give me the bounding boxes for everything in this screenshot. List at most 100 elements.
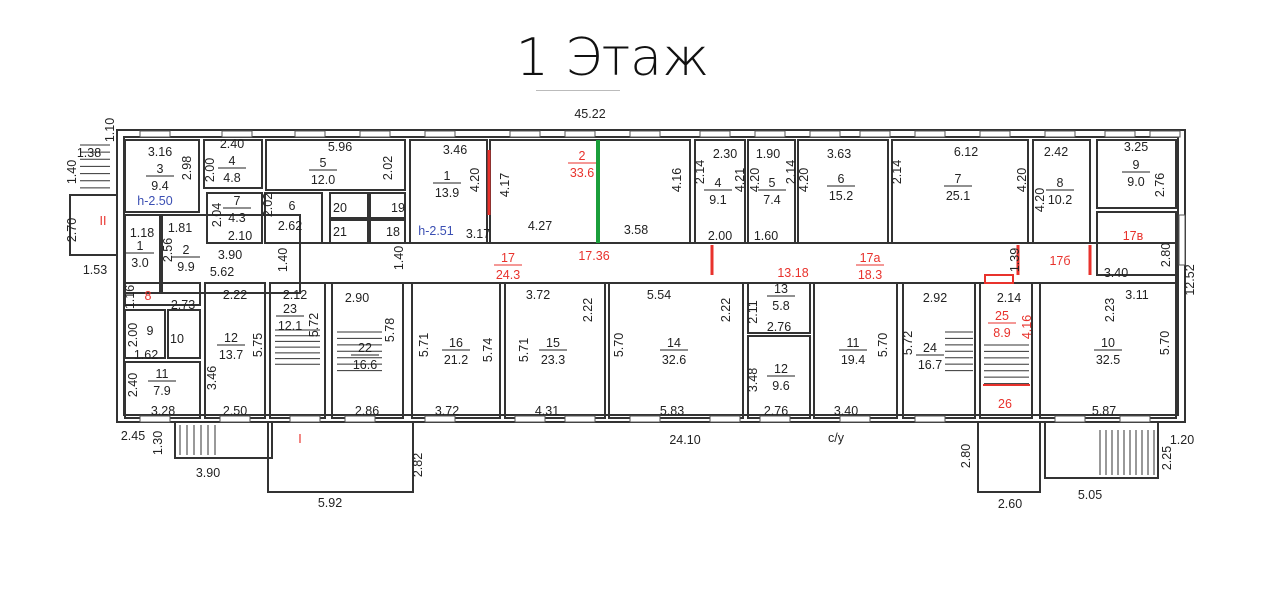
room-wall — [504, 282, 606, 419]
room-area: 7.9 — [153, 384, 170, 398]
plan-label: 9 — [147, 324, 154, 338]
plan-label: I — [298, 432, 301, 446]
dimension-label: 1.20 — [1170, 433, 1194, 447]
dimension-label: 4.27 — [528, 219, 552, 233]
room-wall — [369, 192, 406, 219]
window — [509, 130, 541, 138]
dimension-label: 3.40 — [834, 404, 858, 418]
plan-label: 21 — [333, 225, 347, 239]
room-number: 2 — [579, 149, 586, 163]
dimension-label: 2.98 — [180, 156, 194, 180]
dimension-label: 4.20 — [1015, 168, 1029, 192]
room-label: 113.9 — [433, 169, 461, 200]
dimension-label: 2.42 — [1044, 145, 1068, 159]
window — [859, 130, 891, 138]
room-area: 8.9 — [993, 326, 1010, 340]
dimension-label: 5.78 — [383, 318, 397, 342]
room-wall — [264, 192, 323, 244]
window — [1178, 214, 1186, 266]
plan-label: 26 — [998, 397, 1012, 411]
dimension-label: 2.11 — [746, 300, 760, 323]
window — [219, 415, 251, 423]
room-label: 512.0 — [309, 156, 337, 187]
room-area: 32.5 — [1096, 353, 1120, 367]
plan-label: 8 — [145, 289, 152, 303]
window — [979, 130, 1011, 138]
room-area: 24.3 — [496, 268, 520, 282]
dimension-label: 5.70 — [1158, 331, 1172, 355]
dimension-label: 1.10 — [103, 118, 117, 142]
room-wall — [203, 139, 263, 189]
room-label: 129.6 — [767, 362, 795, 393]
dimension-label: 2.86 — [355, 404, 379, 418]
dimension-label: 4.16 — [670, 168, 684, 192]
dimension-label: 2.30 — [713, 147, 737, 161]
room-number: 13 — [774, 282, 788, 296]
dimension-label: 3.90 — [218, 248, 242, 262]
dimension-label: 3.46 — [205, 366, 219, 390]
room-label: 57.4 — [758, 176, 786, 207]
dimension-label: 2.80 — [959, 444, 973, 468]
window — [914, 130, 946, 138]
dimension-label: 2.25 — [1160, 446, 1174, 470]
dimension-label: 3.63 — [827, 147, 851, 161]
window — [139, 130, 171, 138]
room-label: 17 24.3 — [494, 251, 522, 282]
window — [1044, 130, 1076, 138]
dimension-label: 1.40 — [276, 248, 290, 272]
room-wall — [167, 309, 201, 359]
dimension-label: 1.81 — [168, 221, 192, 235]
dimension-label: 5.70 — [612, 333, 626, 357]
dimension-label: 5.71 — [517, 338, 531, 362]
room-number: 11 — [156, 367, 169, 381]
room-number: 12 — [774, 362, 788, 376]
red-partition-marker — [984, 274, 1014, 284]
window — [289, 415, 321, 423]
room-label: 615.2 — [827, 172, 855, 203]
plan-label: 17в — [1123, 229, 1144, 243]
dimension-label: 2.10 — [228, 229, 252, 243]
room-number: 9 — [1133, 158, 1140, 172]
room-wall — [124, 309, 166, 359]
room-wall — [411, 282, 501, 419]
room-number: 17 — [501, 251, 515, 265]
window — [294, 130, 326, 138]
dimension-label: 4.16 — [1020, 315, 1034, 339]
window — [1054, 415, 1086, 423]
room-area: 9.0 — [1127, 175, 1144, 189]
room-wall — [124, 282, 201, 306]
dimension-label: 1.30 — [151, 431, 165, 455]
room-number: 24 — [923, 341, 937, 355]
room-wall — [489, 139, 691, 244]
title-underline — [536, 90, 620, 91]
room-number: 3 — [157, 162, 164, 176]
room-number: 1 — [137, 239, 144, 253]
plan-label: II — [100, 214, 107, 228]
dimension-label: 4.17 — [498, 173, 512, 197]
window — [564, 130, 596, 138]
window — [424, 415, 456, 423]
room-number: 4 — [229, 154, 236, 168]
dimension-label: 5.54 — [647, 288, 671, 302]
dimension-label: 2.02 — [381, 156, 395, 180]
stairs-22 — [337, 331, 382, 372]
dimension-label: 5.05 — [1078, 488, 1102, 502]
dimension-label: 12.52 — [1183, 264, 1197, 295]
window — [914, 415, 946, 423]
stairs-23 — [275, 329, 320, 365]
room-number: 23 — [283, 302, 297, 316]
dimension-label: 2.62 — [278, 219, 302, 233]
dimension-label: 1.40 — [65, 160, 79, 184]
dimension-label: 5.87 — [1092, 404, 1116, 418]
plan-label: h-2.50 — [137, 194, 172, 208]
room-area: 19.4 — [841, 353, 865, 367]
dimension-label: 3.17 — [466, 227, 490, 241]
room-label: 99.0 — [1122, 158, 1150, 189]
room-label: 258.9 — [988, 309, 1016, 340]
room-number: 25 — [995, 309, 1009, 323]
dimension-label: 2.90 — [345, 291, 369, 305]
